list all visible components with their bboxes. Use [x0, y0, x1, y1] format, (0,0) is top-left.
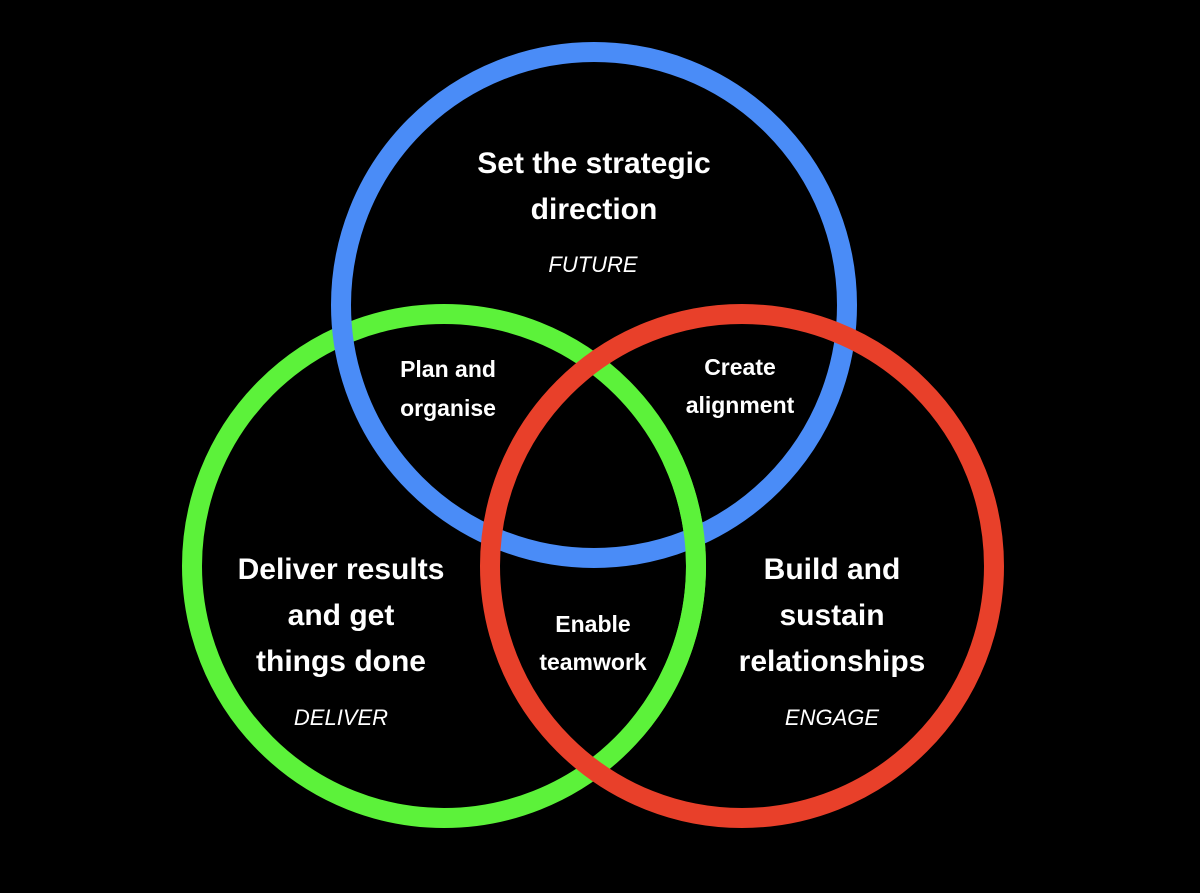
deliver-title-line2: and get [288, 599, 395, 632]
circle-deliver-over-segment [629, 455, 706, 735]
deliver-title-line3: things done [256, 645, 426, 678]
circle-engage [480, 304, 1004, 828]
engage-tag: ENGAGE [785, 705, 879, 730]
future-tag: FUTURE [548, 252, 638, 277]
overlap-plan-line1: Plan and [400, 356, 496, 382]
engage-title-line3: relationships [739, 645, 926, 678]
overlap-plan-line2: organise [400, 395, 496, 421]
engage-title-line2: sustain [779, 599, 884, 632]
overlap-alignment-line2: alignment [686, 392, 795, 418]
future-title-line1: Set the strategic [477, 147, 710, 180]
overlap-teamwork-line1: Enable [555, 611, 630, 637]
overlap-alignment-line1: Create [704, 354, 776, 380]
future-title-line2: direction [531, 193, 658, 226]
engage-title-line1: Build and [764, 553, 901, 586]
deliver-tag: DELIVER [294, 705, 388, 730]
overlap-teamwork-line2: teamwork [539, 649, 647, 675]
deliver-title-line1: Deliver results [238, 553, 445, 586]
circle-future [331, 42, 857, 568]
